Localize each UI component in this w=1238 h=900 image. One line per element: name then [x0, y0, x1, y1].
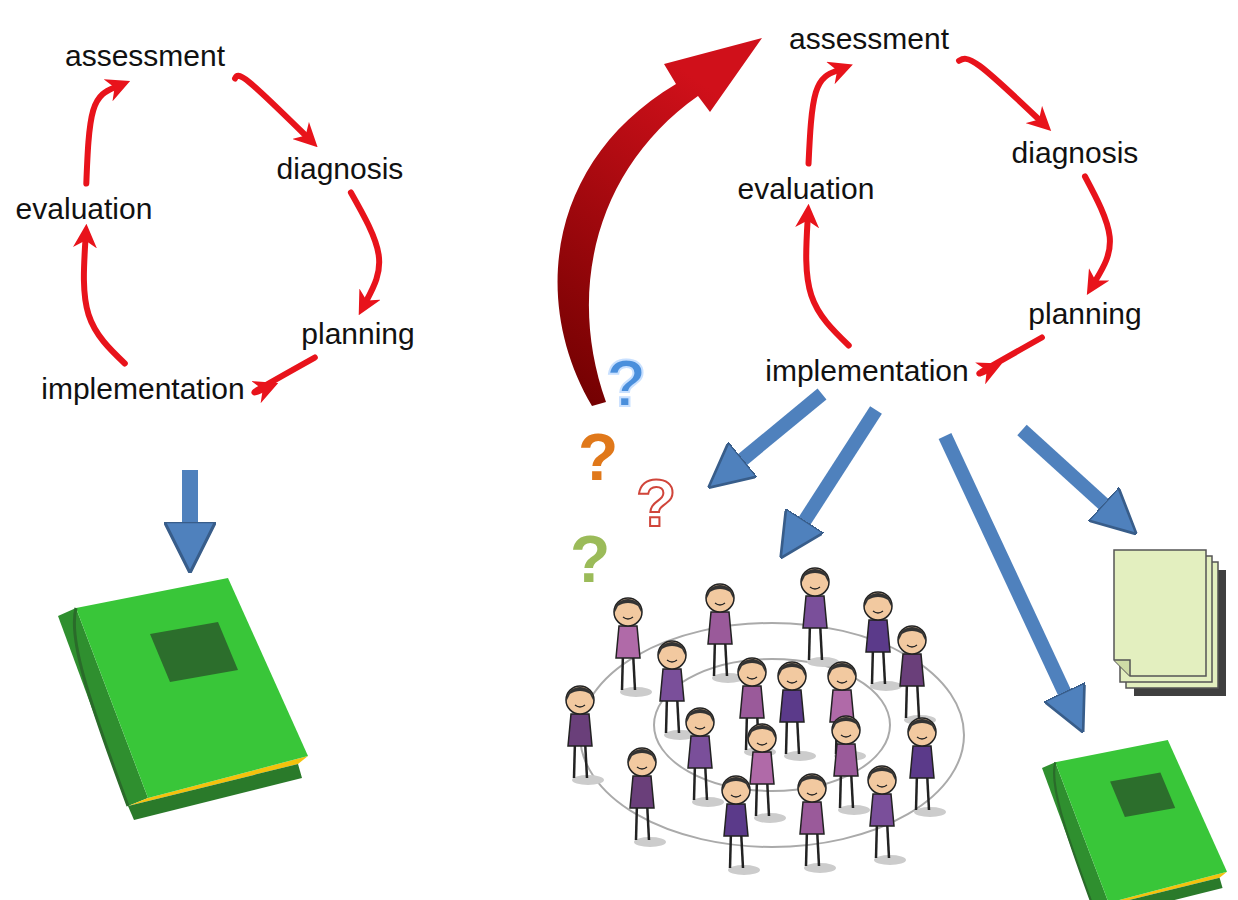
question-mark: ? — [636, 470, 676, 536]
person-figure — [686, 708, 724, 807]
stage-word: diagnosis — [1008, 134, 1143, 171]
cycle-arrow — [806, 221, 849, 346]
stage-word: assessment — [785, 20, 953, 57]
cycle-arrow — [84, 241, 125, 364]
person-figure — [738, 658, 776, 757]
question-mark: ? — [606, 350, 646, 416]
person-figure — [798, 774, 836, 873]
crowd — [566, 568, 946, 875]
person-figure — [628, 748, 666, 847]
blue-arrow — [182, 470, 198, 532]
person-figure — [614, 598, 652, 697]
stage-label: evaluation — [738, 172, 875, 205]
stage-word: evaluation — [734, 170, 879, 207]
cycle-arrow — [235, 76, 306, 136]
person-figure — [868, 766, 906, 865]
crowd-ring — [654, 659, 890, 791]
cycle-arrow — [959, 59, 1039, 120]
stage-label: diagnosis — [277, 152, 404, 185]
stage-label: implementation — [41, 372, 244, 405]
person-figure — [908, 718, 946, 817]
cycle-arrow — [979, 338, 1042, 374]
stage-label: evaluation — [16, 192, 153, 225]
stage-word: implementation — [37, 370, 248, 407]
stage-label: assessment — [65, 39, 225, 72]
person-figure — [748, 724, 786, 823]
stage-word: planning — [297, 315, 418, 352]
stage-label: implementation — [765, 354, 968, 387]
stage-word: diagnosis — [273, 150, 408, 187]
person-figure — [778, 662, 816, 761]
cycle-arrow — [809, 71, 838, 164]
cycle-arrow — [351, 193, 379, 301]
blue-arrow — [736, 394, 822, 465]
blue-arrow — [945, 436, 1068, 700]
stage-label: planning — [1028, 297, 1141, 330]
person-figure — [566, 686, 604, 785]
person-figure — [898, 626, 936, 725]
person-figure — [801, 568, 839, 667]
cycle-arrow — [254, 358, 314, 393]
papers-icon — [1114, 550, 1226, 696]
person-figure — [832, 716, 870, 815]
blue-arrow — [1022, 430, 1110, 510]
book-icon — [58, 578, 308, 820]
cycle-arrow — [1085, 177, 1110, 281]
stage-label: diagnosis — [1012, 136, 1139, 169]
feedback-arrow — [558, 38, 762, 406]
crowd-ring — [580, 623, 964, 847]
stage-word: planning — [1024, 295, 1145, 332]
book-icon — [1042, 740, 1227, 900]
stage-word: evaluation — [12, 190, 157, 227]
blue-arrow — [800, 410, 876, 528]
person-figure — [864, 592, 902, 691]
question-mark: ? — [570, 526, 610, 592]
stage-word: assessment — [61, 37, 229, 74]
stage-label: planning — [301, 317, 414, 350]
stage-label: assessment — [789, 22, 949, 55]
cycle-arrow — [86, 88, 114, 184]
stage-word: implementation — [761, 352, 972, 389]
person-figure — [722, 776, 760, 875]
question-mark: ? — [578, 424, 618, 490]
